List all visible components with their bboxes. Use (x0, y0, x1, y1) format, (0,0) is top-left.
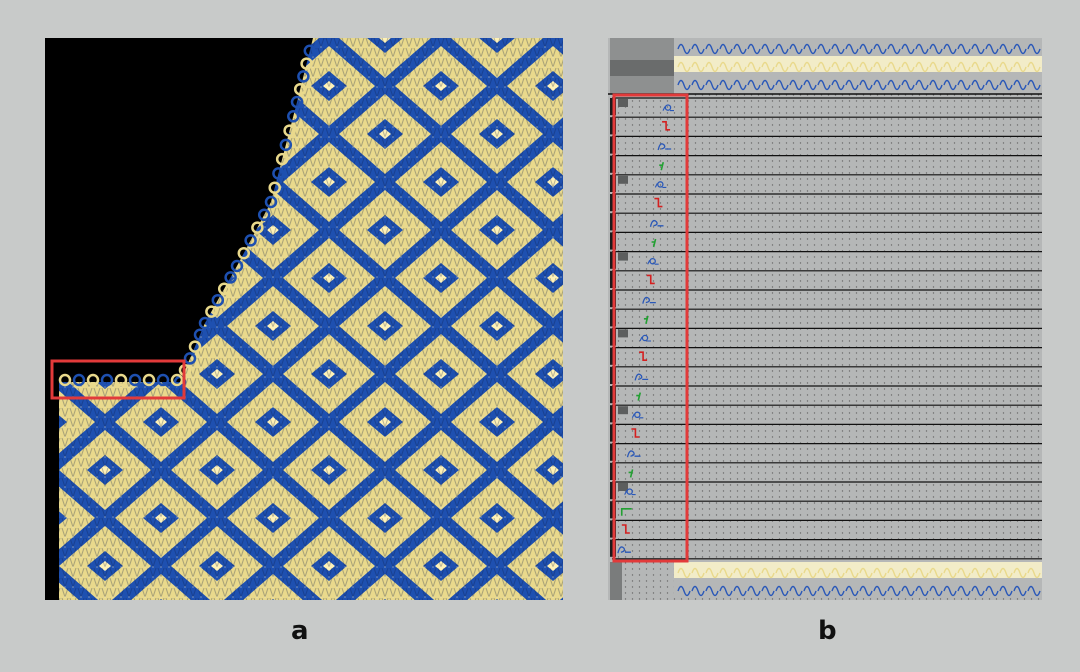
yarn-chain-row (674, 74, 1042, 91)
yarn-chain-row (674, 580, 1042, 597)
caption-a: a (291, 616, 309, 646)
symbol-green-tick (659, 162, 665, 171)
symbol-green-step (620, 508, 632, 516)
symbol-red-step (631, 428, 640, 438)
yarn-chain-row (674, 56, 1042, 73)
symbol-green-tick (651, 238, 657, 248)
symbol-red-step (654, 197, 663, 208)
symbol-red-step (662, 121, 671, 131)
knit-fabric-image (45, 38, 563, 600)
symbol-loop (624, 488, 636, 496)
symbol-loop-tail (617, 546, 631, 554)
symbol-red-step (621, 524, 630, 534)
knit-simulation-panel (45, 38, 563, 604)
symbol-green-tick (643, 315, 649, 324)
highlight-box-a (50, 359, 186, 400)
symbol-green-tick (636, 392, 642, 401)
highlight-box-b (612, 93, 689, 563)
caption-b: b (818, 616, 837, 646)
symbol-loop (654, 181, 667, 188)
symbol-loop-tail (657, 143, 672, 151)
symbol-loop-tail (626, 450, 641, 458)
footer-block (610, 562, 622, 600)
yarn-chain-row (674, 38, 1042, 55)
yarn-chain-row (674, 562, 1042, 579)
symbol-loop-tail (649, 219, 664, 227)
symbol-loop (647, 257, 659, 265)
symbol-loop (639, 334, 651, 342)
stitch-notation-grid (608, 38, 1042, 600)
symbol-green-tick (628, 469, 634, 478)
symbol-red-step (639, 351, 648, 361)
symbol-loop-tail (634, 373, 649, 381)
fabric-edge-loops (58, 44, 317, 389)
symbol-loop-tail (642, 296, 656, 304)
symbol-loop (631, 411, 644, 419)
symbol-loop (662, 104, 674, 112)
symbol-red-step (646, 274, 655, 285)
stitch-notation-panel (608, 38, 1042, 604)
